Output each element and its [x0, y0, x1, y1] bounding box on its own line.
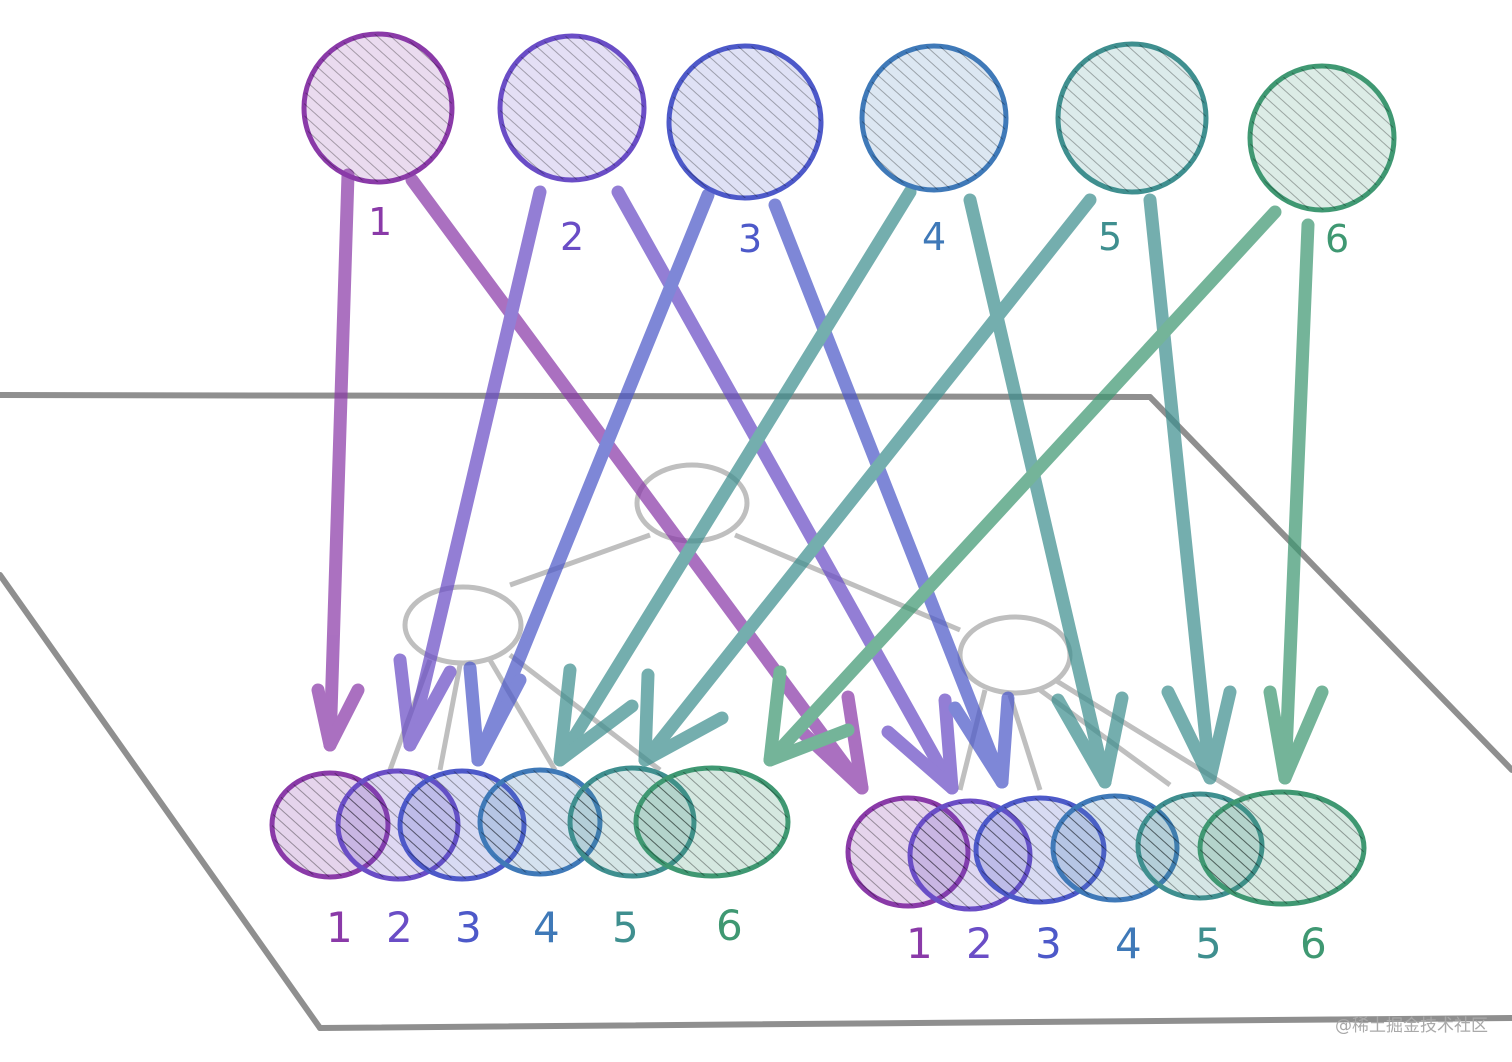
- tree-leaf-edge: [1007, 694, 1043, 791]
- right-label-1: 1: [906, 919, 933, 968]
- arrow-3-to-right-3: [768, 198, 1015, 789]
- right-label-3: 3: [1035, 919, 1062, 968]
- top-labels: 1 2 3 4 5 6: [368, 200, 1349, 261]
- right-label-2: 2: [966, 919, 993, 968]
- top-label-1: 1: [368, 200, 392, 244]
- top-node-row: [301, 31, 1397, 213]
- arrow-5-to-left-5: [638, 193, 1097, 767]
- top-circle-1: [301, 31, 455, 185]
- watermark: @稀土掘金技术社区: [1335, 1016, 1488, 1036]
- arrow-3-to-left-3: [463, 188, 715, 767]
- left-label-4: 4: [533, 903, 560, 952]
- tree-leaf-edge: [437, 664, 463, 771]
- top-circle-3: [666, 43, 824, 201]
- top-circle-5: [1055, 41, 1209, 195]
- left-label-1: 1: [326, 903, 353, 952]
- tree-leaf-edge: [487, 658, 558, 772]
- tree-edge-right: [734, 532, 961, 633]
- arrow-1-to-left-1: [311, 168, 365, 752]
- arrow-4-to-left-4: [553, 185, 917, 767]
- arrow-4-to-right-4: [963, 193, 1129, 789]
- right-leaf-group: [845, 789, 1367, 912]
- right-label-5: 5: [1195, 919, 1222, 968]
- top-circle-2: [497, 33, 647, 183]
- top-circle-6: [1247, 63, 1397, 213]
- right-circle-6: [1197, 789, 1367, 907]
- left-circle-6: [633, 765, 791, 879]
- tree-right-node: [957, 614, 1073, 696]
- left-label-5: 5: [612, 903, 639, 952]
- left-circle-4: [477, 767, 603, 877]
- tree-left-node: [402, 584, 524, 666]
- left-label-6: 6: [716, 901, 743, 950]
- left-labels: 1 2 3 4 5 6: [326, 901, 743, 952]
- right-label-6: 6: [1300, 919, 1327, 968]
- right-labels: 1 2 3 4 5 6: [906, 919, 1327, 968]
- plane-left-edge: [0, 572, 323, 1031]
- tree-edge-left: [509, 532, 651, 588]
- left-label-2: 2: [386, 903, 413, 952]
- right-label-4: 4: [1115, 919, 1142, 968]
- top-label-2: 2: [560, 215, 584, 259]
- plane-front-edge: [317, 1015, 1512, 1031]
- top-circle-4: [859, 43, 1009, 193]
- arrows: [311, 168, 1329, 795]
- left-leaf-group: [269, 765, 791, 882]
- top-label-3: 3: [738, 217, 762, 261]
- arrow-6-to-left-6: [763, 205, 1282, 767]
- arrow-5-to-right-5: [1143, 193, 1237, 785]
- arrow-2-to-left-2: [393, 185, 547, 752]
- top-label-4: 4: [922, 215, 946, 259]
- top-label-6: 6: [1325, 217, 1349, 261]
- left-label-3: 3: [455, 903, 482, 952]
- plane-right-edge: [1147, 394, 1512, 773]
- top-label-5: 5: [1098, 215, 1122, 259]
- arrow-6-to-right-6: [1263, 218, 1329, 785]
